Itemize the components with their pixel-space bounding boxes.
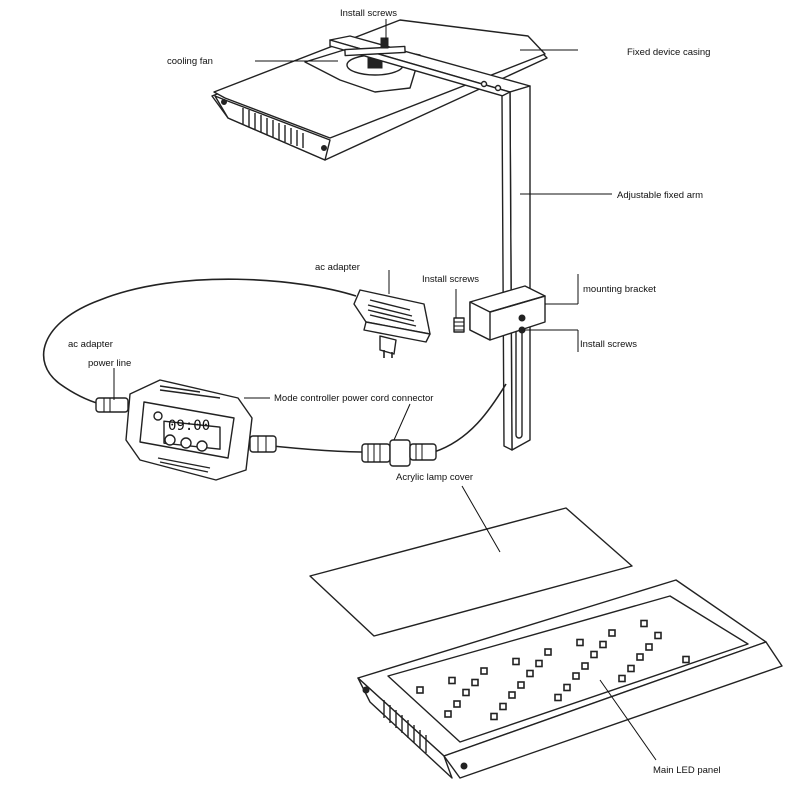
mode-controller: 09:00	[125, 379, 253, 481]
controller-cord-connector	[249, 435, 277, 453]
led-chip-icon	[563, 683, 571, 692]
led-chip-icon	[471, 678, 479, 687]
label-cooling-fan: cooling fan	[167, 56, 213, 67]
led-chip-icon	[448, 676, 456, 685]
led-chip-icon	[444, 710, 452, 718]
label-ac-adapter-top: ac adapter	[315, 262, 360, 273]
led-chip-icon	[599, 640, 607, 649]
adjustable-fixed-arm	[501, 85, 531, 451]
install-screw-icon	[518, 314, 526, 322]
label-main-led-panel: Main LED panel	[653, 765, 721, 776]
led-chip-icon	[453, 700, 461, 708]
led-chip-icon	[499, 702, 507, 711]
led-chip-icon	[576, 638, 584, 647]
label-ac-adapter-left: ac adapter	[68, 339, 113, 350]
minus-button-icon	[196, 440, 208, 452]
led-chip-icon	[645, 643, 653, 651]
label-power-line: power line	[88, 358, 131, 369]
led-chip-icon	[508, 691, 516, 699]
casing-screw-hole	[321, 145, 327, 151]
casing-screw-hole	[221, 99, 227, 105]
led-chip-icon	[535, 659, 543, 668]
power-line-plug	[95, 397, 129, 413]
label-install-screws-top: Install screws	[340, 8, 397, 19]
led-chip-icon	[416, 686, 424, 694]
controller-display: 09:00	[168, 418, 210, 434]
casing-vent-grill	[242, 108, 304, 148]
led-chip-icon	[517, 681, 525, 689]
led-array	[416, 619, 690, 721]
label-mounting-bracket: mounting bracket	[583, 284, 656, 295]
label-acrylic-lamp-cover: Acrylic lamp cover	[396, 472, 473, 483]
led-chip-icon	[627, 664, 635, 673]
led-chip-icon	[526, 669, 534, 678]
label-fixed-device-casing: Fixed device casing	[627, 47, 710, 58]
led-chip-icon	[682, 655, 690, 664]
label-mode-controller-connector: Mode controller power cord connector	[274, 393, 433, 404]
led-chip-icon	[462, 688, 470, 697]
install-screw-icon	[380, 37, 389, 49]
led-chip-icon	[640, 619, 648, 628]
led-chip-icon	[490, 712, 498, 721]
main-led-panel	[357, 579, 783, 779]
led-chip-icon	[544, 648, 552, 656]
led-chip-icon	[480, 667, 488, 675]
led-chip-icon	[512, 657, 520, 666]
mode-button-icon	[164, 434, 176, 446]
label-install-screws-mid: Install screws	[422, 274, 479, 285]
mode-controller-power-cord-connector	[361, 439, 437, 467]
led-chip-icon	[654, 631, 662, 640]
mounting-bracket	[453, 285, 546, 341]
acrylic-lamp-cover	[309, 507, 633, 637]
led-chip-icon	[572, 672, 580, 680]
plus-button-icon	[180, 437, 192, 449]
leader-lines	[113, 19, 657, 761]
power-button-icon	[153, 411, 163, 421]
led-chip-icon	[618, 674, 626, 683]
ac-adapter-plug	[353, 289, 431, 358]
led-chip-icon	[636, 653, 644, 661]
led-chip-icon	[581, 662, 589, 670]
led-chip-icon	[608, 629, 616, 637]
labels: Install screws Fixed device casing cooli…	[68, 8, 721, 776]
label-install-screws-right: Install screws	[580, 339, 637, 350]
label-adjustable-fixed-arm: Adjustable fixed arm	[617, 190, 703, 201]
led-chip-icon	[554, 693, 562, 702]
led-chip-icon	[590, 650, 598, 659]
